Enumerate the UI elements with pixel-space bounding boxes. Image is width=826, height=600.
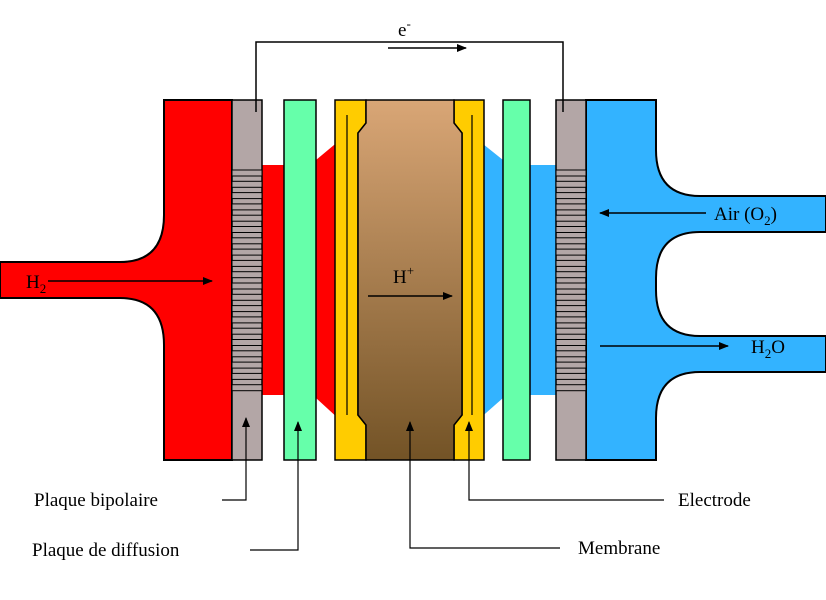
membrane-label: Membrane	[578, 538, 660, 559]
plate-rib	[555, 271, 587, 279]
anode-channels	[262, 165, 284, 395]
plate-rib	[555, 350, 587, 358]
plate-rib	[231, 180, 263, 188]
diffusion-plate-callout	[250, 421, 302, 551]
plate-rib	[231, 327, 263, 335]
diffusion-plate-right	[502, 99, 531, 461]
bipolar-plate-label: Plaque bipolaire	[34, 490, 158, 511]
diffusion-plate-left	[283, 99, 317, 461]
proton-label: H+	[393, 263, 414, 288]
bipolar-plate-right	[555, 99, 587, 461]
plate-rib	[555, 372, 587, 380]
plate-rib	[231, 316, 263, 324]
plate-rib	[555, 248, 587, 256]
external-circuit	[255, 41, 564, 112]
plate-rib	[555, 259, 587, 267]
plate-rib	[555, 305, 587, 313]
plate-rib	[231, 339, 263, 346]
plate-rib	[231, 361, 263, 369]
membrane-callout	[406, 421, 560, 549]
cathode-channels	[530, 165, 556, 395]
electron-label: e-	[398, 16, 411, 41]
plate-rib	[231, 282, 263, 290]
plate-rib	[555, 192, 587, 200]
air-manifold	[585, 99, 826, 461]
anode-catalyst	[316, 140, 340, 420]
plate-rib	[555, 214, 587, 222]
plate-rib	[231, 237, 263, 245]
plate-rib	[555, 327, 587, 335]
plate-rib	[231, 192, 263, 200]
plate-rib	[231, 214, 263, 222]
plate-rib	[231, 372, 263, 380]
plate-rib	[555, 203, 587, 211]
plate-rib	[231, 305, 263, 313]
plate-rib	[555, 384, 587, 392]
plate-rib	[555, 316, 587, 324]
electrode-label: Electrode	[678, 490, 751, 511]
plate-rib	[555, 180, 587, 188]
plate-rib	[555, 237, 587, 245]
bipolar-plate-callout	[222, 417, 250, 501]
plate-rib	[231, 350, 263, 358]
plate-rib	[231, 226, 263, 233]
electrode-callout	[465, 421, 664, 501]
plate-rib	[231, 259, 263, 267]
plate-rib	[231, 293, 263, 301]
plate-rib	[555, 293, 587, 301]
plate-rib	[231, 271, 263, 279]
plate-rib	[555, 282, 587, 290]
plate-rib	[231, 384, 263, 392]
plate-rib	[555, 226, 587, 233]
air-label: Air (O2)	[714, 204, 777, 228]
plate-rib	[231, 203, 263, 211]
hydrogen-manifold	[0, 99, 233, 461]
hydrogen-label: H2	[26, 272, 46, 296]
plate-rib	[555, 361, 587, 369]
plate-rib	[231, 169, 263, 177]
bipolar-plate-left	[231, 99, 263, 461]
membrane	[357, 99, 463, 461]
plate-rib	[555, 169, 587, 177]
plate-rib	[231, 248, 263, 256]
diffusion-plate-label: Plaque de diffusion	[32, 540, 180, 561]
plate-rib	[555, 339, 587, 346]
water-label: H2O	[751, 337, 785, 361]
